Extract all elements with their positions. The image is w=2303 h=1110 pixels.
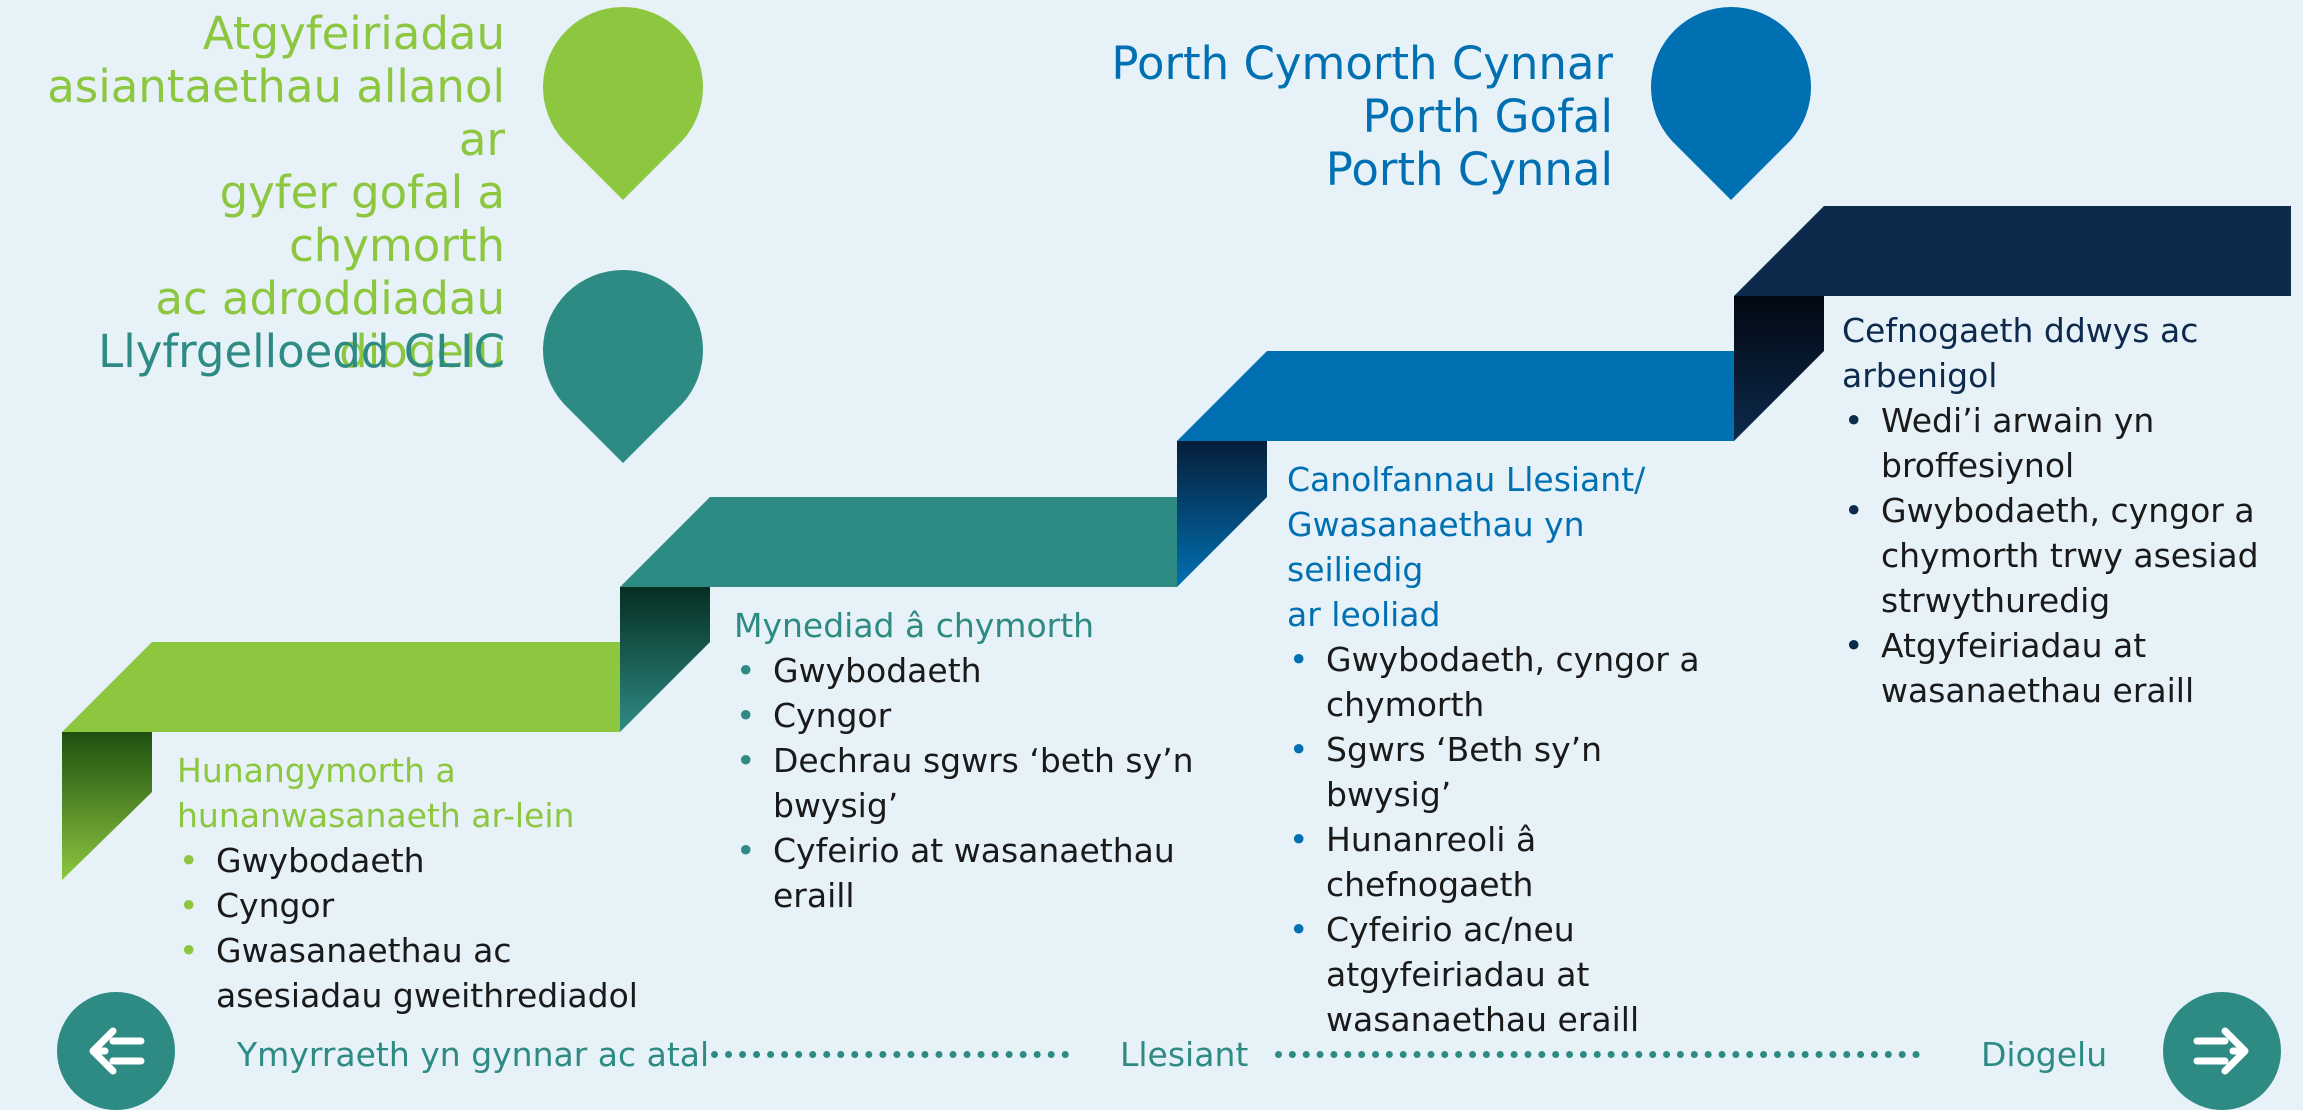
step-1-text: Hunangymorth a hunanwasanaeth ar-lein •G… (177, 748, 657, 1018)
map-pin-icon (543, 6, 703, 200)
map-pin-icon (1651, 6, 1811, 201)
list-item: •Cyfeirio at wasanaethau eraill (736, 831, 1175, 915)
list-item: •Gwybodaeth, cyngor a chymorth (1289, 640, 1700, 724)
step-3-riser (1177, 441, 1267, 587)
step-2-band (620, 497, 1177, 587)
list-item: •Sgwrs ‘Beth sy’n bwysig’ (1289, 730, 1603, 814)
dotted-divider (711, 1051, 1069, 1058)
list-item: •Hunanreoli â chefnogaeth (1289, 820, 1537, 904)
list-item: •Wedi’i arwain yn broffesiynol (1844, 401, 2155, 485)
list-item: •Gwybodaeth (179, 841, 425, 880)
step-3-text: Canolfannau Llesiant/ Gwasanaethau yn se… (1287, 457, 1727, 1042)
step-1-riser (62, 732, 152, 880)
step-2-text: Mynediad â chymorth •Gwybodaeth •Cyngor … (734, 603, 1194, 918)
list-item: •Cyfeirio ac/neu atgyfeiriadau at wasana… (1289, 910, 1640, 1039)
list-item: •Atgyfeiriadau at wasanaethau eraill (1844, 626, 2195, 710)
step-3-band (1177, 351, 1734, 441)
step-3-list: •Gwybodaeth, cyngor a chymorth •Sgwrs ‘B… (1287, 637, 1727, 1042)
safeguarding-label: Diogelu (1981, 1035, 2108, 1074)
list-item: •Dechrau sgwrs ‘beth sy’n bwysig’ (736, 741, 1194, 825)
step-1-heading: Hunangymorth a hunanwasanaeth ar-lein (177, 751, 575, 835)
step-1-band (62, 642, 620, 732)
step-4-list: •Wedi’i arwain yn broffesiynol •Gwybodae… (1842, 398, 2262, 713)
dotted-divider (1275, 1051, 1920, 1058)
step-2-heading: Mynediad â chymorth (734, 606, 1095, 645)
libraries-label: Llyfrgelloedd CLIC (98, 325, 505, 378)
arrow-right-icon (2193, 1027, 2249, 1075)
referrals-label: Atgyfeiriadau asiantaethau allanol ar gy… (47, 7, 505, 378)
gateways-label: Porth Cymorth Cynnar Porth Gofal Porth C… (1111, 37, 1613, 196)
step-2-list: •Gwybodaeth •Cyngor •Dechrau sgwrs ‘beth… (734, 648, 1194, 918)
step-4-heading: Cefnogaeth ddwys ac arbenigol (1842, 311, 2199, 395)
list-item: •Gwybodaeth (736, 651, 982, 690)
wellbeing-label: Llesiant (1120, 1035, 1249, 1074)
next-button[interactable] (2163, 992, 2281, 1110)
map-pin-icon (543, 269, 703, 463)
list-item: •Gwasanaethau ac asesiadau gweithrediado… (179, 931, 638, 1015)
step-2-riser (620, 587, 710, 732)
early-intervention-label: Ymyrraeth yn gynnar ac atal (237, 1035, 710, 1074)
list-item: •Gwybodaeth, cyngor a chymorth trwy ases… (1844, 491, 2259, 620)
step-1-list: •Gwybodaeth •Cyngor •Gwasanaethau ac ase… (177, 838, 657, 1018)
step-3-heading: Canolfannau Llesiant/ Gwasanaethau yn se… (1287, 460, 1646, 634)
step-4-text: Cefnogaeth ddwys ac arbenigol •Wedi’i ar… (1842, 308, 2262, 713)
arrow-left-icon (89, 1027, 145, 1075)
step-4-band (1734, 206, 2291, 296)
list-item: •Cyngor (736, 696, 892, 735)
step-4-riser (1734, 296, 1824, 441)
back-button[interactable] (57, 992, 175, 1110)
list-item: •Cyngor (179, 886, 335, 925)
